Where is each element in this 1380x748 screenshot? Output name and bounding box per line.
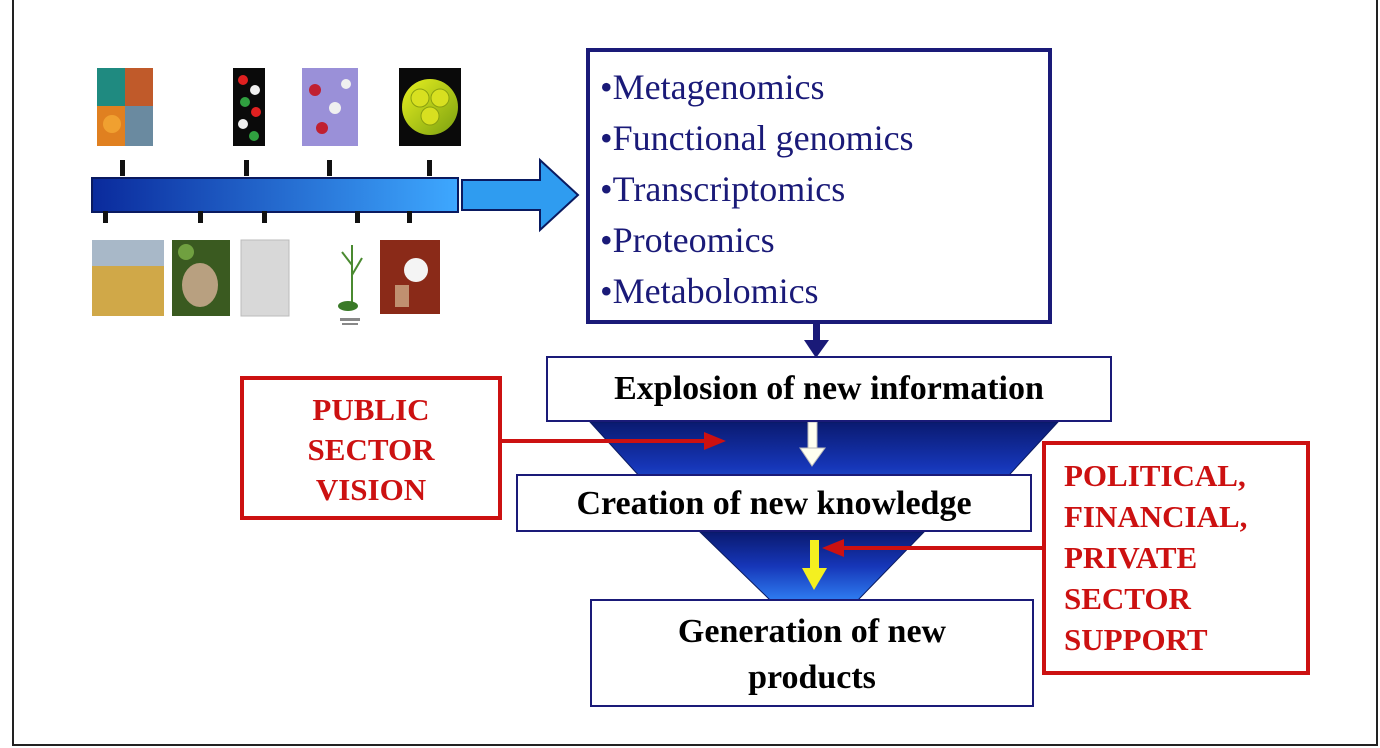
support-line: SECTOR — [1064, 581, 1191, 616]
omics-item: •Proteomics — [600, 220, 775, 260]
stage-explosion-label: Explosion of new information — [614, 370, 1044, 407]
tuber-plant-image — [172, 240, 230, 316]
colorful-biomolecule-collage-image — [97, 68, 153, 146]
public-line: SECTOR — [307, 432, 435, 467]
timeline-ticks-top — [120, 160, 432, 176]
wheat-field-image — [92, 240, 164, 316]
dna-helix-model-image — [233, 68, 265, 146]
timeline-bar — [91, 177, 459, 213]
protein-molecules-image — [302, 68, 358, 146]
support-line: POLITICAL, — [1064, 458, 1246, 493]
public-sector-vision-box: PUBLIC SECTOR VISION — [240, 376, 502, 520]
support-box: POLITICAL, FINANCIAL, PRIVATE SECTOR SUP… — [1042, 441, 1310, 675]
support-line: PRIVATE — [1064, 540, 1198, 575]
funnel-arrow-2 — [802, 568, 827, 590]
support-line: FINANCIAL, — [1064, 499, 1248, 534]
cell-cluster-image — [399, 68, 461, 146]
support-line: SUPPORT — [1064, 622, 1208, 657]
stage-generation-box: Generation of new products — [590, 599, 1034, 707]
public-arrow — [704, 432, 726, 450]
omics-item: •Metabolomics — [600, 271, 819, 311]
stage-generation-line2: products — [748, 659, 876, 696]
public-line: VISION — [315, 472, 427, 507]
omics-item: •Transcriptomics — [600, 169, 846, 209]
omics-list-box: •Metagenomics •Functional genomics •Tran… — [586, 48, 1052, 324]
slide-frame — [12, 0, 1378, 746]
timeline-arrow — [461, 157, 580, 233]
funnel-arrow-1 — [799, 447, 826, 467]
stage-creation-label: Creation of new knowledge — [576, 485, 972, 522]
cotton-boll-image — [380, 240, 440, 314]
stage-explosion-box: Explosion of new information — [546, 356, 1112, 422]
omics-item: •Metagenomics — [600, 67, 825, 107]
public-line: PUBLIC — [312, 392, 430, 427]
support-arrow — [822, 539, 844, 557]
stage-generation-line1: Generation of new — [677, 613, 947, 650]
omics-item: •Functional genomics — [600, 118, 914, 158]
stage-creation-box: Creation of new knowledge — [516, 474, 1032, 532]
arabidopsis-plant-image — [338, 245, 363, 325]
micrograph-image — [240, 239, 290, 317]
timeline-ticks-bottom — [103, 211, 412, 223]
omics-down-arrow — [804, 340, 829, 358]
